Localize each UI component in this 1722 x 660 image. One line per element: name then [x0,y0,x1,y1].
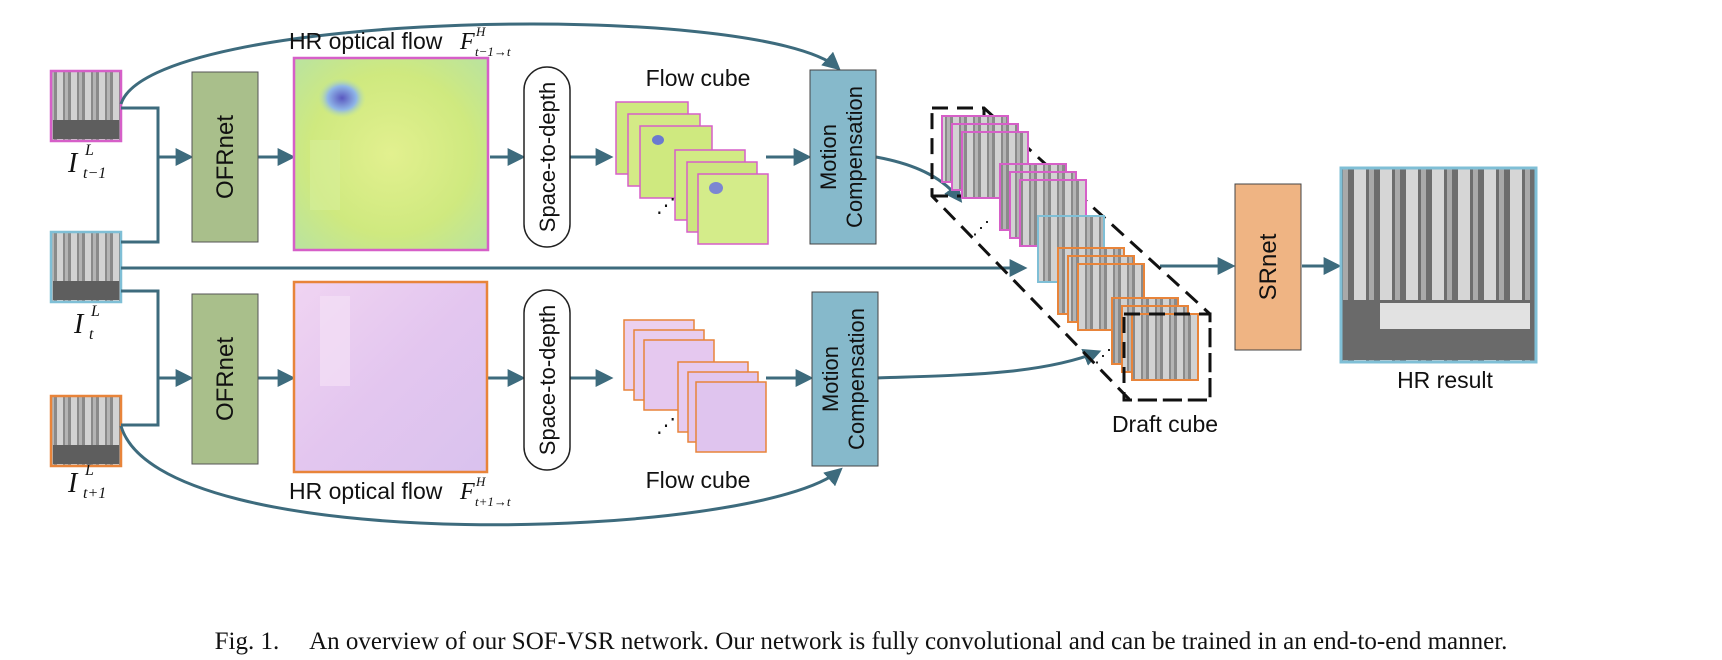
connector-bottom-pair [121,289,160,427]
hr-flow-top [292,56,490,252]
hr-flow-top-text: HR optical flow [289,28,443,54]
input-label-next: I L t+1 [67,462,106,502]
flow-cube-top-title: Flow cube [646,65,751,91]
flow-cube-bottom-dots: ⋰ [656,415,676,437]
ofrnet-top-label: OFRnet [212,115,239,199]
flow-cube-top: ⋰ [615,101,769,245]
srnet-label: SRnet [1255,233,1282,300]
ofrnet-bottom: OFRnet [191,293,259,465]
space-to-depth-top-label: Space-to-depth [535,82,560,232]
hr-flow-bottom [292,280,489,474]
input-label-current: I L t [73,303,100,343]
mc-bottom-line1: Motion [818,346,843,412]
input-label-prev: I L t−1 [67,142,106,182]
hr-flow-bottom-sub: t+1→t [475,494,511,509]
ofrnet-top: OFRnet [191,71,259,243]
flow-cube-bottom: ⋰ [623,319,767,453]
hr-flow-top-sub: t−1→t [475,44,511,59]
input-sub-next: t+1 [83,485,106,502]
connectors [119,22,1342,527]
input-sub-prev: t−1 [83,165,106,182]
draft-cube-dots-1: ⋰ [972,218,990,238]
hr-flow-top-sup: H [475,24,486,39]
hr-flow-top-symbol: F [459,29,475,55]
arrow-mc-top-to-draft [875,155,963,203]
mc-top-line2: Compensation [842,86,867,228]
input-frame-current [49,230,123,304]
space-to-depth-bottom-label: Space-to-depth [535,305,560,455]
input-sub-current: t [89,326,94,343]
hr-flow-bottom-symbol: F [459,479,475,505]
figure-caption: Fig. 1. An overview of our SOF-VSR netwo… [214,628,1508,655]
arrow-mc-bottom-to-draft [875,348,1102,380]
connector-top-pair [121,106,160,244]
hr-flow-bottom-title: HR optical flow F H t+1→t [289,474,511,509]
arc-next-to-mc [119,425,843,527]
input-sup-current: L [90,303,100,320]
input-sup-next: L [84,462,94,479]
input-frame-prev [49,69,123,143]
motion-compensation-top: Motion Compensation [809,69,877,245]
input-symbol-current: I [73,309,85,340]
ofrnet-bottom-label: OFRnet [212,337,239,421]
input-symbol-next: I [67,468,79,499]
hr-result [1339,166,1538,364]
hr-flow-top-title: HR optical flow F H t−1→t [289,24,511,59]
srnet: SRnet [1234,183,1302,351]
hr-flow-bottom-sup: H [475,474,486,489]
hr-flow-bottom-text: HR optical flow [289,478,443,504]
flow-cube-top-dots: ⋰ [656,195,676,217]
flow-cube-bottom-title: Flow cube [646,467,751,493]
draft-cube-title: Draft cube [1112,411,1218,437]
draft-cube-dots-2: ⋰ [1094,346,1112,366]
hr-result-title: HR result [1397,367,1493,393]
space-to-depth-top: Space-to-depth [523,66,571,248]
input-sup-prev: L [84,142,94,159]
draft-cube: ⋰ ⋰ [930,106,1212,402]
motion-compensation-bottom: Motion Compensation [811,291,879,467]
input-frame-next [49,394,123,468]
mc-top-line1: Motion [816,124,841,190]
arc-prev-to-mc [119,22,841,105]
space-to-depth-bottom: Space-to-depth [523,289,571,471]
input-symbol-prev: I [67,148,79,179]
mc-bottom-line2: Compensation [844,308,869,450]
